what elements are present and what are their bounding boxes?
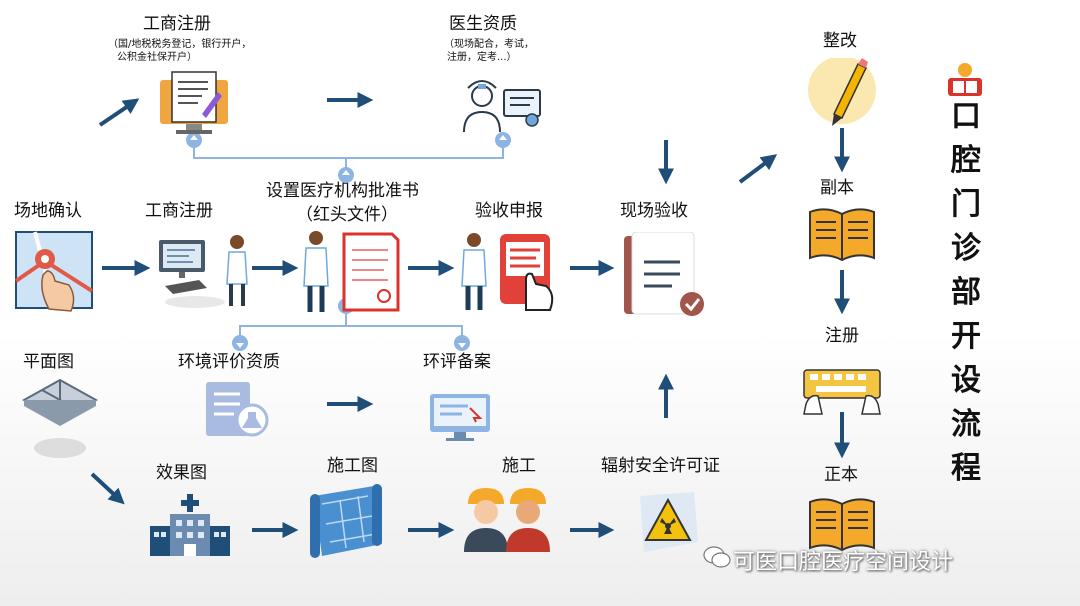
watermark-text: 可医口腔医疗空间设计 [733,550,954,575]
gongshang-top-note-1: （国/地税税务登记，银行开户， [108,39,252,50]
inspection-document-icon [624,232,704,316]
hospital-building-icon [150,494,230,556]
floor-plan-icon [22,378,98,458]
shigong-label: 施工 [502,456,536,476]
zhuce-label: 注册 [825,326,859,346]
zhenggai-label: 整改 [823,31,857,51]
zhengben-label: 正本 [824,465,858,485]
huanping-label: 环评备案 [423,352,491,372]
doctor-certificate-icon [463,80,541,133]
shezhi-sub-label: （红头文件） [296,205,398,225]
copy-book-icon [809,208,875,262]
radiation-warning-icon [640,492,698,552]
map-location-icon [15,231,93,312]
huanjing-label: 环境评价资质 [178,352,280,372]
changdi-label: 场地确认 [14,201,82,221]
tablet-report-icon [461,233,554,311]
fushe-label: 辐射安全许可证 [601,456,720,476]
xiaoguo-label: 效果图 [156,463,207,483]
title-char: 设 [951,363,981,398]
gongshang-top-label: 工商注册 [143,14,211,34]
title-char: 流 [951,407,981,442]
monitor-icon [430,394,490,441]
title-char: 诊 [951,231,981,266]
yisheng-note-2: 注册，定考...） [447,52,517,63]
computer-staff-icon [159,235,248,308]
shezhi-label: 设置医疗机构批准书 [266,181,419,201]
pingmian-label: 平面图 [23,352,74,372]
wechat-icon [703,546,731,568]
yanshou-shenbao-label: 验收申报 [475,201,543,221]
title-char: 门 [951,187,981,222]
title-char: 口 [951,99,981,134]
original-book-icon [809,498,875,552]
yisheng-label: 医生资质 [449,14,517,34]
registration-document-icon [160,71,228,134]
pencil-icon [808,58,876,126]
red-document-icon [303,231,400,312]
yisheng-note-1: （现场配合，考试， [444,39,534,50]
shigongtu-label: 施工图 [327,456,378,476]
reader-icon [948,63,982,96]
title-char: 开 [951,319,981,354]
title-char: 程 [951,451,981,486]
fuben-label: 副本 [820,178,854,198]
blueprint-icon [310,484,382,558]
xianchang-label: 现场验收 [620,201,688,221]
gongshang-mid-label: 工商注册 [145,201,213,221]
construction-workers-icon [464,488,550,552]
title-char: 部 [951,275,981,310]
title-char: 腔 [951,143,981,178]
vertical-title: 口 腔 门 诊 部 开 设 流 程 [946,95,986,491]
gongshang-top-note-2: 公积金社保开户） [117,52,197,63]
keyboard-icon [803,369,881,415]
environment-assessment-icon [206,382,269,437]
